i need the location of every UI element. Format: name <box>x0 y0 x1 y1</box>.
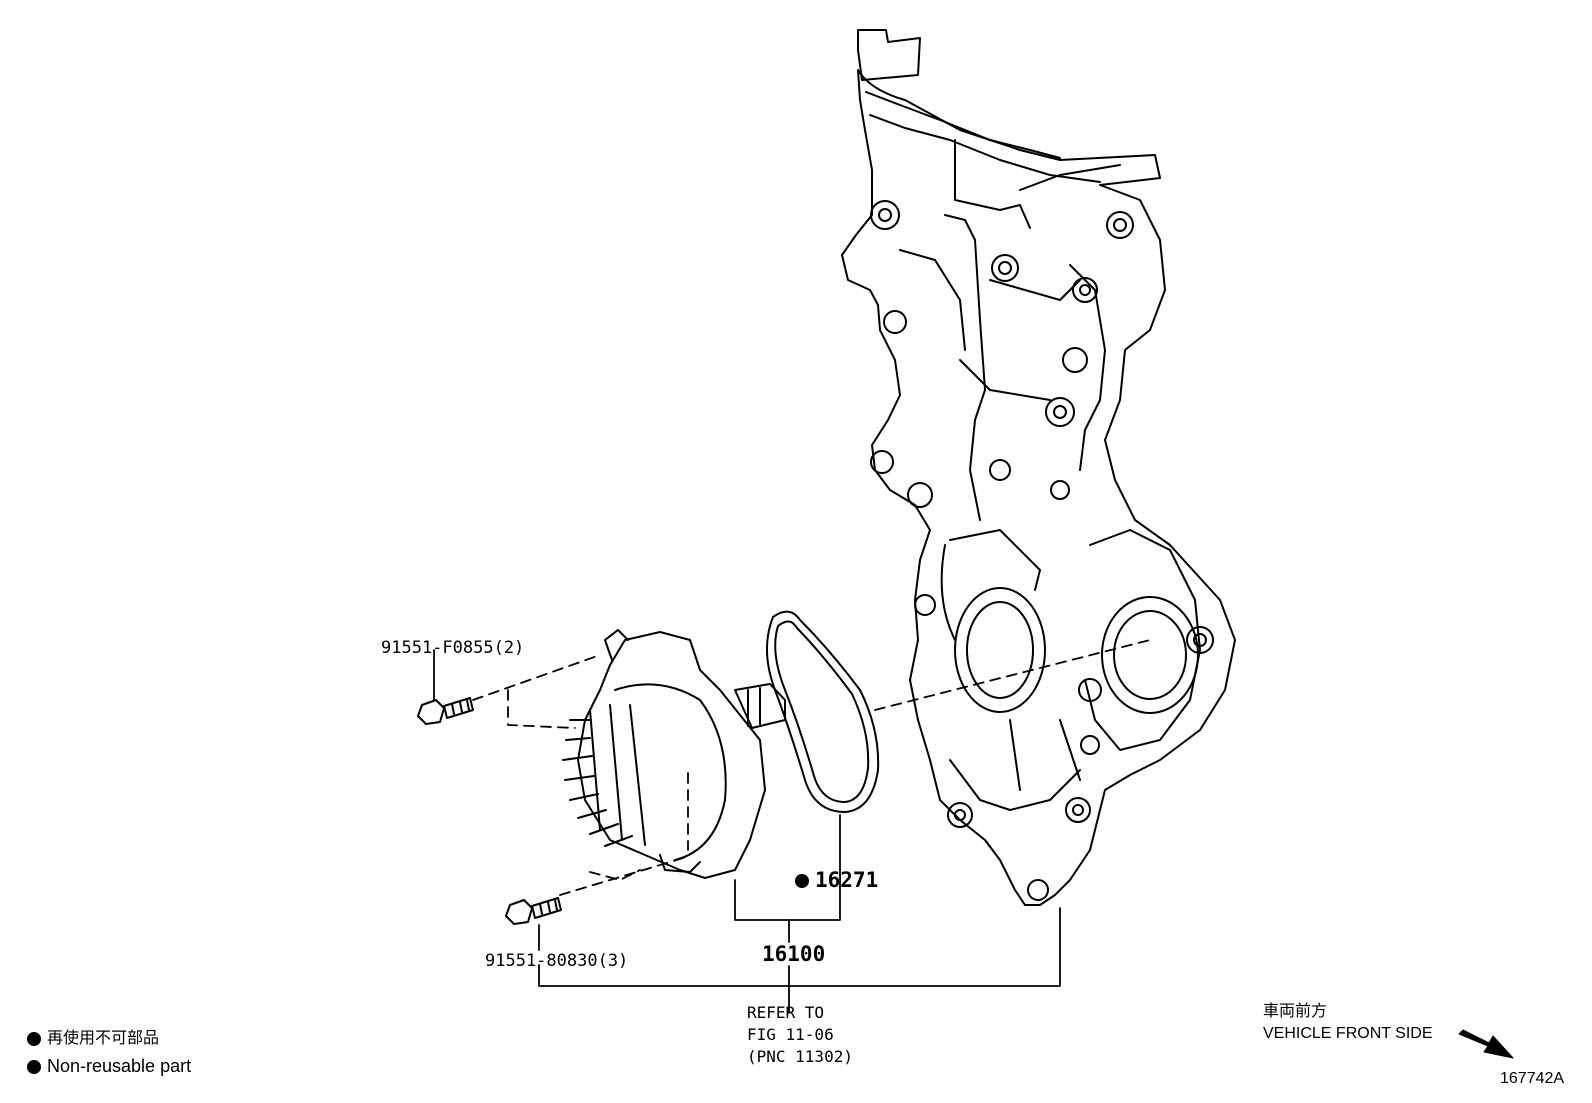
non-reusable-dot-icon <box>795 874 809 888</box>
legend-dot-icon <box>27 1031 41 1046</box>
vehicle-front-arrow-icon <box>1458 1029 1514 1059</box>
legend-item-jp: 再使用不可部品 <box>27 1031 159 1047</box>
legend-item-en: Non-reusable part <box>27 1057 191 1075</box>
bolt-upper-drawing <box>417 697 474 725</box>
gasket-drawing <box>765 610 880 813</box>
legend-text-jp: 再使用不可部品 <box>47 1030 160 1047</box>
direction-label-en: VEHICLE FRONT SIDE <box>1263 1025 1433 1042</box>
refer-note-line1: REFER TO <box>747 1003 825 1022</box>
illustration-id: 167742A <box>1500 1070 1565 1087</box>
gasket-number: 16271 <box>815 868 879 892</box>
direction-label-jp: 車両前方 <box>1263 1003 1328 1020</box>
legend-dot-icon <box>27 1060 41 1075</box>
refer-note-line3: (PNC 11302) <box>747 1047 853 1066</box>
part-label-bolt-lower: 91551-80830(3) <box>485 951 629 971</box>
bolt-lower-drawing <box>505 897 562 925</box>
part-label-pump-assembly: 16100 <box>762 942 826 966</box>
leader-lines <box>433 649 1061 1014</box>
timing-cover <box>841 29 1236 906</box>
legend-text-en: Non-reusable part <box>47 1056 192 1076</box>
part-label-bolt-upper: 91551-F0855(2) <box>381 638 525 658</box>
refer-note-line2: FIG 11-06 <box>747 1025 834 1044</box>
part-label-gasket: 16271 <box>795 870 878 891</box>
water-pump-drawing <box>562 629 786 879</box>
assembly-dashed-lines <box>472 639 1151 896</box>
